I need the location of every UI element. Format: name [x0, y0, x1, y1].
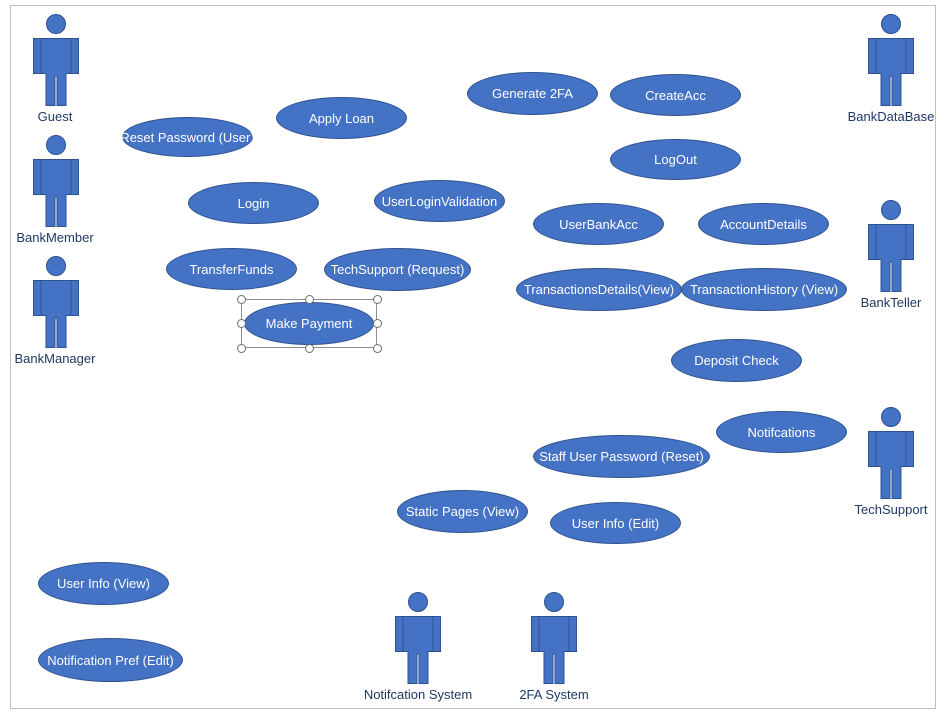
- actor-figure-icon: [868, 14, 914, 106]
- actor-figure-icon: [33, 256, 79, 348]
- use-case-transaction-history-view[interactable]: TransactionHistory (View): [681, 268, 847, 311]
- actor-body: [531, 616, 577, 684]
- use-case-notification-pref-edit[interactable]: Notification Pref (Edit): [38, 638, 183, 682]
- actor-body: [33, 38, 79, 106]
- use-case-deposit-check[interactable]: Deposit Check: [671, 339, 802, 382]
- actor-figure-icon: [868, 200, 914, 292]
- actor-head: [881, 14, 901, 34]
- actor-label-tech-support: TechSupport: [854, 502, 928, 517]
- actor-head: [544, 592, 564, 612]
- actor-notification-system[interactable]: [395, 592, 441, 684]
- use-case-user-info-edit[interactable]: User Info (Edit): [550, 502, 681, 544]
- actor-bank-teller[interactable]: [868, 200, 914, 292]
- actor-head: [46, 14, 66, 34]
- use-case-user-login-validation[interactable]: UserLoginValidation: [374, 180, 505, 222]
- actor-tech-support[interactable]: [868, 407, 914, 499]
- actor-body: [868, 38, 914, 106]
- actor-label-guest: Guest: [37, 109, 73, 124]
- resize-handle-6[interactable]: [304, 343, 314, 353]
- use-case-transfer-funds[interactable]: TransferFunds: [166, 248, 297, 290]
- actor-head: [408, 592, 428, 612]
- actor-guest[interactable]: [33, 14, 79, 106]
- resize-handle-0[interactable]: [236, 294, 246, 304]
- resize-handle-1[interactable]: [304, 294, 314, 304]
- use-case-generate-2fa[interactable]: Generate 2FA: [467, 72, 598, 115]
- actor-label-bank-manager: BankManager: [14, 351, 96, 366]
- use-case-create-acc[interactable]: CreateAcc: [610, 74, 741, 116]
- resize-handle-4[interactable]: [372, 319, 382, 328]
- use-case-reset-password-user[interactable]: Reset Password (User): [120, 117, 255, 157]
- actor-body: [33, 159, 79, 227]
- selection-box[interactable]: [241, 299, 377, 348]
- use-case-transactions-details-view[interactable]: TransactionsDetails(View): [516, 268, 682, 311]
- resize-handle-7[interactable]: [372, 343, 382, 353]
- actor-two-fa-system[interactable]: [531, 592, 577, 684]
- actor-figure-icon: [33, 135, 79, 227]
- use-case-user-info-view[interactable]: User Info (View): [38, 562, 169, 605]
- actor-head: [46, 256, 66, 276]
- actor-body: [868, 431, 914, 499]
- resize-handle-2[interactable]: [372, 294, 382, 304]
- resize-handle-3[interactable]: [236, 319, 246, 328]
- use-case-login[interactable]: Login: [188, 182, 319, 224]
- actor-bank-member[interactable]: [33, 135, 79, 227]
- actor-figure-icon: [33, 14, 79, 106]
- resize-handle-5[interactable]: [236, 343, 246, 353]
- use-case-static-pages-view[interactable]: Static Pages (View): [397, 490, 528, 533]
- use-case-logout[interactable]: LogOut: [610, 139, 741, 180]
- actor-label-bank-teller: BankTeller: [860, 295, 922, 310]
- actor-label-two-fa-system: 2FA System: [519, 687, 589, 702]
- actor-bank-manager[interactable]: [33, 256, 79, 348]
- use-case-account-details[interactable]: AccountDetails: [698, 203, 829, 245]
- actor-figure-icon: [868, 407, 914, 499]
- actor-label-notification-system: Notifcation System: [363, 687, 473, 702]
- actor-label-bank-database: BankDataBase: [847, 109, 935, 124]
- actor-body: [868, 224, 914, 292]
- actor-figure-icon: [395, 592, 441, 684]
- actor-head: [46, 135, 66, 155]
- use-case-apply-loan[interactable]: Apply Loan: [276, 97, 407, 139]
- actor-label-bank-member: BankMember: [16, 230, 94, 245]
- actor-head: [881, 407, 901, 427]
- use-case-tech-support-request[interactable]: TechSupport (Request): [324, 248, 471, 291]
- actor-bank-database[interactable]: [868, 14, 914, 106]
- actor-figure-icon: [531, 592, 577, 684]
- actor-body: [33, 280, 79, 348]
- use-case-staff-user-password-reset[interactable]: Staff User Password (Reset): [533, 435, 710, 478]
- actor-body: [395, 616, 441, 684]
- use-case-notifications[interactable]: Notifcations: [716, 411, 847, 453]
- actor-head: [881, 200, 901, 220]
- use-case-user-bank-acc[interactable]: UserBankAcc: [533, 203, 664, 245]
